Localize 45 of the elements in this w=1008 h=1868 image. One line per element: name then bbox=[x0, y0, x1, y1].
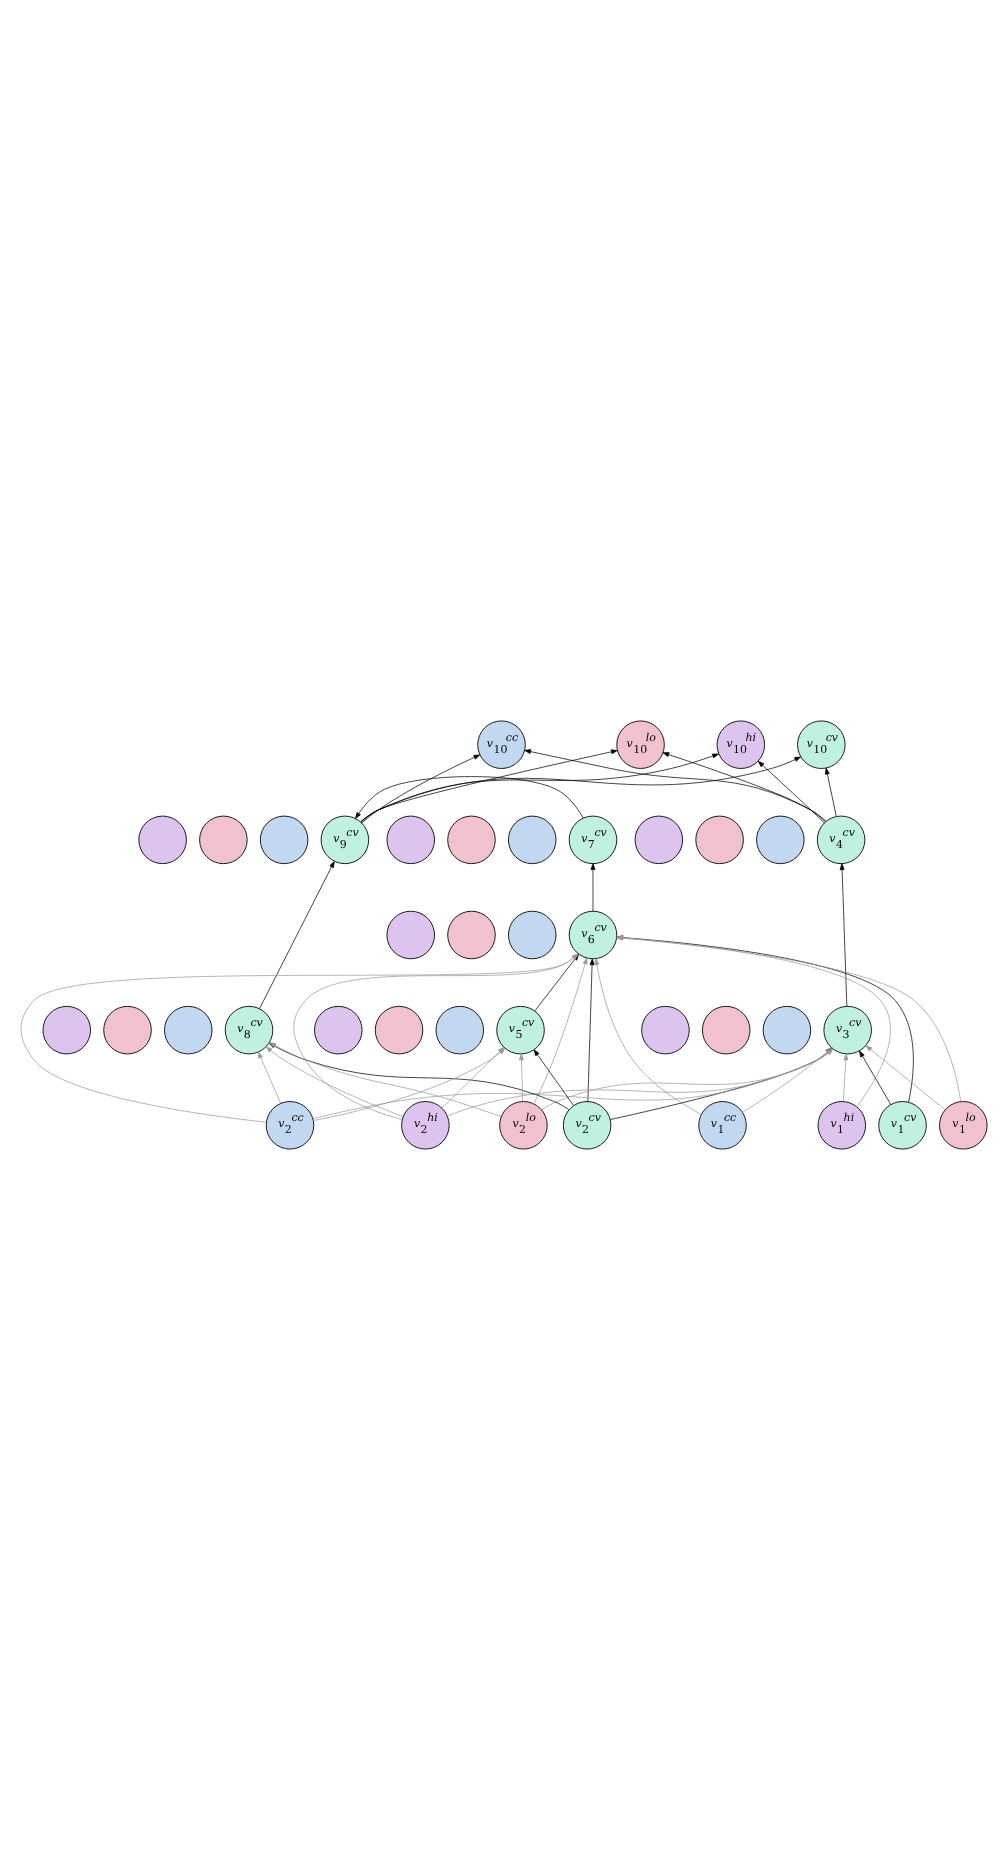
arrow bbox=[865, 1044, 946, 1110]
node-circle bbox=[435, 1004, 484, 1054]
node-circle bbox=[762, 1004, 812, 1054]
node-circle bbox=[386, 909, 435, 959]
node-circle bbox=[259, 814, 309, 864]
arrow bbox=[839, 862, 848, 1006]
arrow bbox=[859, 1049, 892, 1104]
node-circle bbox=[199, 814, 248, 864]
arrow bbox=[269, 1041, 502, 1116]
arrow bbox=[360, 755, 801, 822]
arrow bbox=[662, 751, 826, 821]
arrow bbox=[257, 1050, 281, 1103]
node-circle bbox=[374, 1004, 424, 1054]
node-circle bbox=[695, 814, 744, 864]
node-circle bbox=[641, 1004, 690, 1054]
arrow bbox=[361, 753, 481, 823]
arrow bbox=[842, 1052, 849, 1101]
arrow bbox=[524, 748, 827, 821]
node-circle bbox=[386, 814, 435, 864]
node-circle bbox=[314, 1004, 363, 1054]
arrow bbox=[259, 860, 335, 1009]
node-circle bbox=[756, 814, 805, 864]
arrow bbox=[268, 1041, 570, 1109]
node-circle bbox=[103, 1004, 152, 1054]
arrow bbox=[360, 752, 719, 822]
node-circle bbox=[701, 1004, 751, 1054]
node-circle bbox=[42, 1004, 91, 1054]
arrow bbox=[594, 957, 702, 1114]
node-circle bbox=[138, 814, 187, 864]
arrow bbox=[757, 759, 825, 823]
node-circle bbox=[447, 909, 496, 959]
node-circle bbox=[164, 1004, 213, 1054]
arrow bbox=[360, 748, 618, 822]
arrow bbox=[355, 775, 584, 818]
arrow bbox=[533, 956, 588, 1104]
arrow bbox=[587, 957, 595, 1101]
arrow bbox=[265, 1045, 404, 1116]
node-circle bbox=[634, 814, 684, 864]
node-circle bbox=[508, 814, 557, 864]
arrow bbox=[824, 766, 837, 816]
arrow bbox=[533, 1048, 575, 1105]
node-circle bbox=[508, 909, 557, 959]
node-circle bbox=[447, 814, 496, 864]
arrow bbox=[590, 862, 596, 911]
arrow bbox=[519, 1052, 524, 1101]
